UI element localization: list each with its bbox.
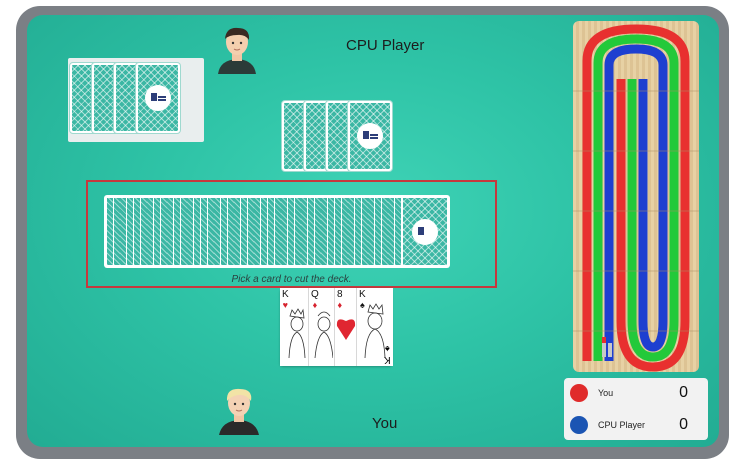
heart-pip-icon (336, 319, 356, 340)
score-row-you: You 0 (564, 380, 708, 408)
peg-blue (608, 337, 612, 357)
deck-card-edge[interactable] (180, 198, 188, 265)
player-card[interactable]: K♥ (280, 288, 308, 366)
deck-card-edge[interactable] (113, 198, 121, 265)
deck-card-edge[interactable] (321, 198, 329, 265)
cribbage-board (573, 21, 699, 372)
cpu-player-name: CPU Player (346, 37, 425, 54)
deck-card-edge[interactable] (214, 198, 222, 265)
deck-card-edge[interactable] (301, 198, 309, 265)
deck-card-edge[interactable] (308, 198, 315, 265)
deck-card-edge[interactable] (227, 198, 235, 265)
deck-card-edge[interactable] (234, 198, 242, 265)
deck-card-edge[interactable] (395, 198, 403, 265)
user-player-name: You (372, 415, 398, 432)
score-player-name: CPU Player (598, 420, 646, 430)
deck-card-edge[interactable] (388, 198, 396, 265)
score-value: 0 (679, 416, 688, 433)
deck-card-edge[interactable] (354, 198, 362, 265)
player-card[interactable]: K♠ K♠ (356, 288, 393, 366)
deck-card-edge[interactable] (348, 198, 356, 265)
card-rank-bottom: K♠ (384, 344, 391, 365)
cribbage-track (573, 24, 699, 372)
deck-card-edge[interactable] (241, 198, 248, 265)
deck-card-edge[interactable] (107, 198, 114, 265)
deck-card-edge[interactable] (261, 198, 269, 265)
deck-card-edge[interactable] (294, 198, 302, 265)
player-card[interactable]: Q♦ (308, 288, 335, 366)
score-value: 0 (679, 384, 688, 401)
deck-card-edge[interactable] (140, 198, 148, 265)
queen-figure-icon (314, 311, 333, 359)
card-rank: K♥ (282, 289, 289, 311)
deck-card-edge[interactable] (194, 198, 202, 265)
deck-card-edge[interactable] (147, 198, 155, 265)
cpu-card-back (136, 63, 180, 133)
king-figure-icon (364, 303, 386, 359)
deck-card-edge[interactable] (368, 198, 376, 265)
deck-card-edge[interactable] (127, 198, 135, 265)
deck-card-edge[interactable] (314, 198, 322, 265)
deck-card-edge[interactable] (167, 198, 175, 265)
deck-card-edge[interactable] (133, 198, 141, 265)
deck-card-edge[interactable] (174, 198, 181, 265)
card-logo-icon (145, 85, 171, 111)
deck-card-edge[interactable] (381, 198, 389, 265)
deck-card-edge[interactable] (328, 198, 336, 265)
peg-red (602, 337, 606, 357)
card-rank: Q♦ (311, 289, 319, 311)
deck-top-card[interactable] (403, 198, 447, 265)
deck-card-edge[interactable] (254, 198, 262, 265)
deck-card-edge[interactable] (267, 198, 275, 265)
deck-card-edge[interactable] (361, 198, 369, 265)
deck-card-edge[interactable] (160, 198, 168, 265)
deck-card-edge[interactable] (334, 198, 342, 265)
deck-card-edge[interactable] (220, 198, 228, 265)
cut-deck-hint: Pick a card to cut the deck. (231, 274, 352, 285)
score-panel: You 0 CPU Player 0 (564, 378, 708, 440)
cpu-avatar (218, 27, 256, 74)
card-rank: 8♦ (337, 289, 343, 311)
deck-card-edge[interactable] (281, 198, 289, 265)
score-row-cpu: CPU Player 0 (564, 412, 708, 440)
deck-card-edge[interactable] (341, 198, 349, 265)
card-rank: K♠ (359, 289, 366, 311)
card-logo-icon (412, 218, 438, 245)
deck-card-edge[interactable] (207, 198, 215, 265)
card-logo-icon (357, 123, 383, 149)
score-player-name: You (598, 388, 614, 398)
crib-card-back (348, 101, 392, 171)
deck-card-edge[interactable] (274, 198, 282, 265)
player-color-dot (570, 416, 588, 434)
deck-card-edge[interactable] (120, 198, 128, 265)
cut-deck-highlight (86, 180, 497, 288)
player-color-dot (570, 384, 588, 402)
king-figure-icon (288, 308, 306, 359)
deck-card-edge[interactable] (247, 198, 255, 265)
user-avatar (219, 388, 259, 435)
deck-card-edge[interactable] (287, 198, 295, 265)
deck-card-edge[interactable] (187, 198, 195, 265)
deck-card-edge[interactable] (375, 198, 382, 265)
deck-card-edge[interactable] (200, 198, 208, 265)
player-hand: K♥ Q♦ 8♦ K♠ K♠ (280, 288, 393, 366)
deck-card-edge[interactable] (153, 198, 161, 265)
player-card[interactable]: 8♦ (334, 288, 357, 366)
